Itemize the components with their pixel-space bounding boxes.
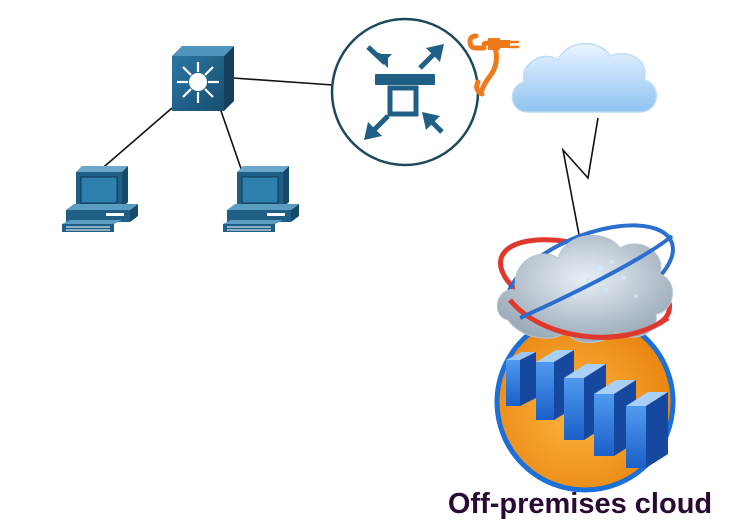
server-rack <box>506 350 668 468</box>
workstation-left-icon[interactable] <box>62 166 138 232</box>
layer3-switch-icon[interactable] <box>172 46 234 111</box>
gateway-circle-icon[interactable] <box>330 17 480 167</box>
cloud-datacenter-icon[interactable] <box>490 205 687 493</box>
link-switch-gateway <box>232 77 334 86</box>
cloud-icon[interactable] <box>511 42 658 113</box>
datacenter-caption: Off-premises cloud <box>447 488 713 520</box>
link-cloud-datacenter-lightning <box>561 117 599 241</box>
link-switch-workstation-left <box>97 107 173 173</box>
workstation-right-icon[interactable] <box>223 166 299 232</box>
plug-connector-icon[interactable] <box>467 33 520 97</box>
